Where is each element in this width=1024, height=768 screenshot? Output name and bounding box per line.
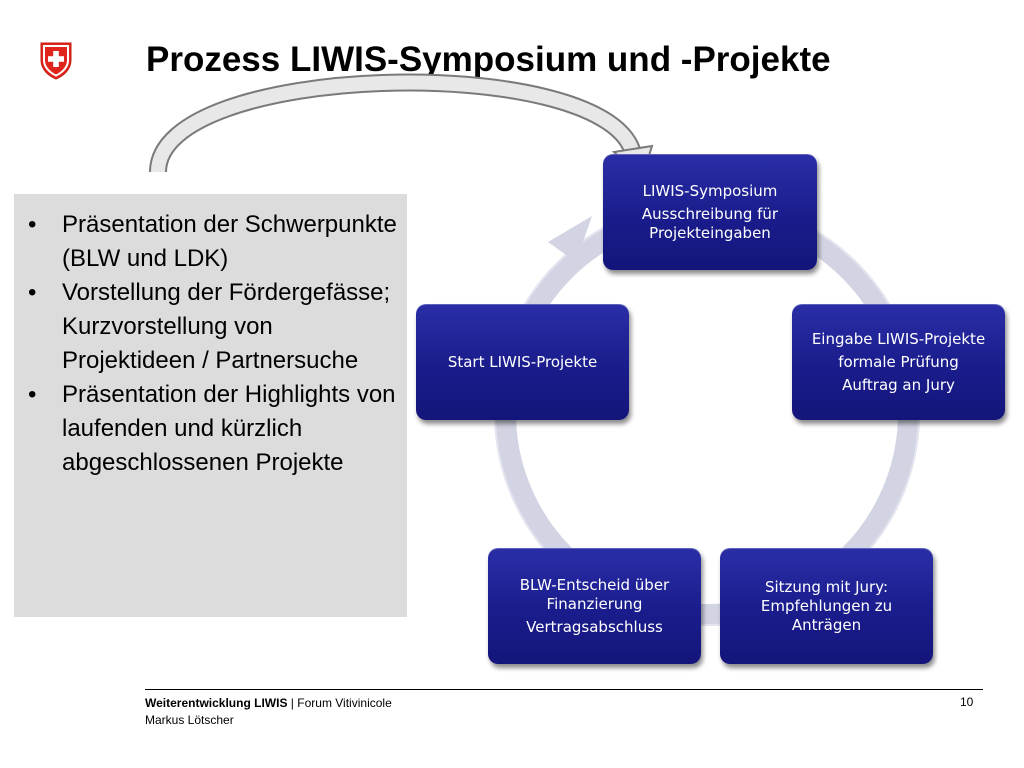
page-number: 10: [960, 695, 974, 709]
footer-project: Weiterentwicklung LIWIS: [145, 696, 288, 710]
cycle-arrowhead: [548, 216, 592, 262]
bullet-dot: •: [28, 381, 37, 408]
swiss-shield-icon: [40, 42, 72, 80]
cycle-node-start: Start LIWIS-Projekte: [416, 304, 629, 420]
footer-event: Forum Vitivinicole: [297, 696, 392, 710]
cycle-node-jury: Sitzung mit Jury: Empfehlungen zu Anträg…: [720, 548, 933, 664]
bullet-panel: •Präsentation der Schwerpunkte (BLW und …: [14, 194, 407, 617]
footer-line-1: Weiterentwicklung LIWIS | Forum Vitivini…: [145, 695, 392, 712]
cycle-node-eingabe: Eingabe LIWIS-Projekte formale Prüfung A…: [792, 304, 1005, 420]
cycle-node-entscheid: BLW-Entscheid über Finanzierung Vertrags…: [488, 548, 701, 664]
footer-divider: [145, 689, 983, 690]
footer-info: Weiterentwicklung LIWIS | Forum Vitivini…: [145, 695, 392, 729]
page-title: Prozess LIWIS-Symposium und -Projekte: [146, 40, 831, 79]
bullet-item: •Präsentation der Highlights von laufend…: [14, 378, 399, 480]
bullet-dot: •: [28, 279, 37, 306]
footer-author: Markus Lötscher: [145, 713, 234, 727]
bullet-item: •Präsentation der Schwerpunkte (BLW und …: [14, 208, 399, 276]
bullet-dot: •: [28, 211, 37, 238]
bullet-list: •Präsentation der Schwerpunkte (BLW und …: [14, 194, 407, 480]
footer-separator: |: [287, 696, 298, 710]
cycle-node-symposium: LIWIS-Symposium Ausschreibung für Projek…: [603, 154, 817, 270]
bullet-item: •Vorstellung der Fördergefässe; Kurzvors…: [14, 276, 399, 378]
